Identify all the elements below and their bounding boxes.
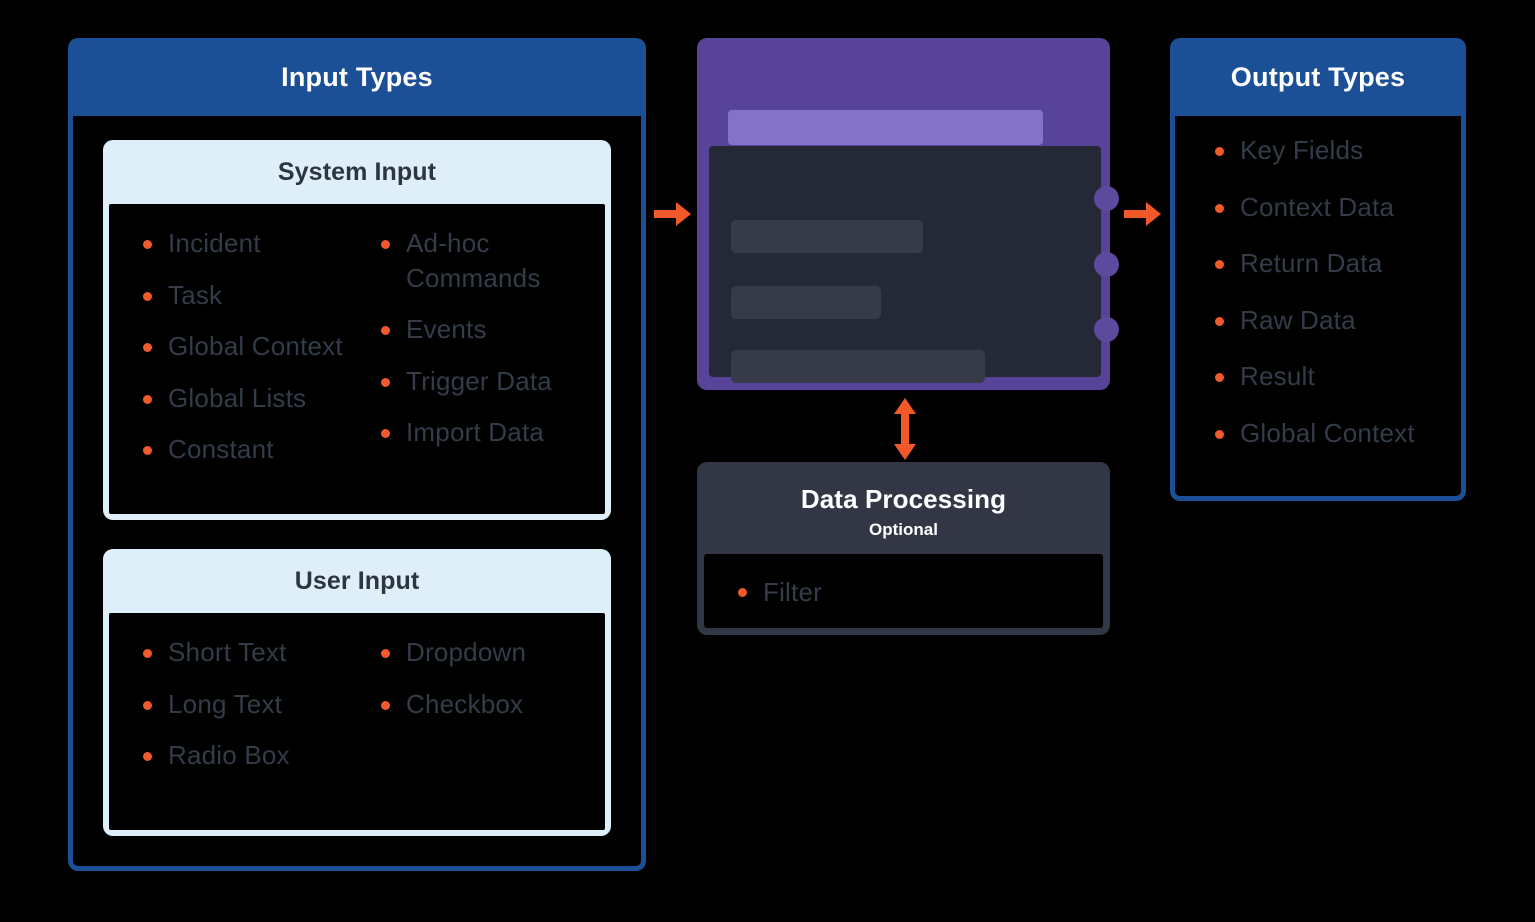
list-item[interactable]: Context Data [1215, 190, 1461, 225]
list-item[interactable]: Trigger Data [381, 364, 605, 399]
bullet-dot-icon [143, 343, 152, 353]
list-item[interactable]: Incident [143, 226, 367, 261]
bullet-dot-icon [1215, 147, 1224, 156]
arrow-up-down-icon [890, 398, 920, 460]
data-processing-title: Data Processing [800, 484, 1007, 514]
engine-output-rail [1103, 140, 1110, 350]
list-item[interactable]: Short Text [143, 635, 367, 670]
arrow-right-icon [654, 201, 692, 227]
list-item[interactable]: Checkbox [381, 687, 605, 722]
input-types-header: Input Types [68, 38, 646, 116]
data-processing-subtitle: Optional [869, 520, 938, 539]
bullet-dot-icon [1215, 260, 1224, 270]
bullet-dot-icon [381, 377, 390, 387]
system-input-column-left: Incident Task Global Context Global List… [109, 204, 367, 514]
placeholder-bar-3 [731, 350, 985, 383]
system-input-title: System Input [277, 157, 437, 186]
bullet-dot-icon [381, 649, 390, 658]
bullet-dot-icon [143, 240, 152, 249]
bullet-dot-icon [143, 649, 152, 658]
bullet-dot-icon [1215, 429, 1224, 439]
list-item[interactable]: Global Context [1215, 416, 1461, 451]
list-item[interactable]: Constant [143, 432, 367, 467]
engine-output-node-1[interactable] [1094, 186, 1119, 211]
list-item[interactable]: Dropdown [381, 635, 605, 670]
arrow-right-icon [1124, 201, 1162, 227]
output-types-title: Output Types [1230, 61, 1406, 92]
list-item[interactable]: Result [1215, 359, 1461, 394]
integration-engine-card [697, 38, 1110, 390]
data-processing-box: Data Processing Optional Filter [697, 462, 1110, 635]
user-input-list-body: Short Text Long Text Radio Box Dropdown [109, 613, 605, 830]
bullet-dot-icon [1215, 316, 1224, 326]
output-types-header: Output Types [1170, 38, 1466, 116]
bullet-dot-icon [143, 446, 152, 456]
list-item[interactable]: Task [143, 278, 367, 313]
system-input-column-right: Ad-hoc Commands Events Trigger Data Impo… [367, 204, 605, 514]
list-item[interactable]: Filter [738, 575, 1103, 610]
input-types-title: Input Types [281, 61, 433, 92]
engine-topbar-placeholder [728, 110, 1043, 145]
user-input-column-left: Short Text Long Text Radio Box [109, 613, 367, 830]
list-item[interactable]: Long Text [143, 687, 367, 722]
list-item[interactable]: Radio Box [143, 738, 367, 773]
placeholder-bar-2 [731, 286, 881, 319]
list-item[interactable]: Global Context [143, 329, 367, 364]
list-item[interactable]: Events [381, 312, 605, 347]
system-input-list-body: Incident Task Global Context Global List… [109, 204, 605, 514]
user-input-title: User Input [294, 566, 420, 595]
data-processing-column: Filter [704, 554, 1103, 628]
bullet-dot-icon [1215, 373, 1224, 383]
bullet-dot-icon [143, 700, 152, 710]
list-item[interactable]: Key Fields [1215, 133, 1461, 168]
engine-output-node-2[interactable] [1094, 252, 1119, 277]
user-input-card: User Input Short Text Long Text Radio Bo… [103, 549, 611, 836]
list-item[interactable]: Ad-hoc Commands [381, 226, 571, 295]
bullet-dot-icon [143, 291, 152, 301]
list-item[interactable]: Raw Data [1215, 303, 1461, 338]
output-types-column: Key Fields Context Data Return Data Raw … [1175, 116, 1461, 496]
bullet-dot-icon [738, 588, 747, 597]
placeholder-bar-1 [731, 220, 923, 253]
engine-body-panel [709, 146, 1101, 383]
bullet-dot-icon [381, 700, 390, 710]
bullet-dot-icon [143, 394, 152, 404]
list-item[interactable]: Import Data [381, 415, 605, 450]
list-item[interactable]: Return Data [1215, 246, 1461, 281]
engine-output-node-3[interactable] [1094, 317, 1119, 342]
bullet-dot-icon [381, 326, 390, 336]
output-types-panel: Key Fields Context Data Return Data Raw … [1170, 116, 1466, 501]
list-item[interactable]: Global Lists [143, 381, 367, 416]
data-processing-list: Filter [704, 554, 1103, 628]
bullet-dot-icon [381, 240, 390, 249]
bullet-dot-icon [381, 429, 390, 439]
bullet-dot-icon [1215, 203, 1224, 213]
system-input-card: System Input Incident Task Global Contex… [103, 140, 611, 520]
user-input-column-right: Dropdown Checkbox [367, 613, 605, 830]
bullet-dot-icon [143, 752, 152, 762]
